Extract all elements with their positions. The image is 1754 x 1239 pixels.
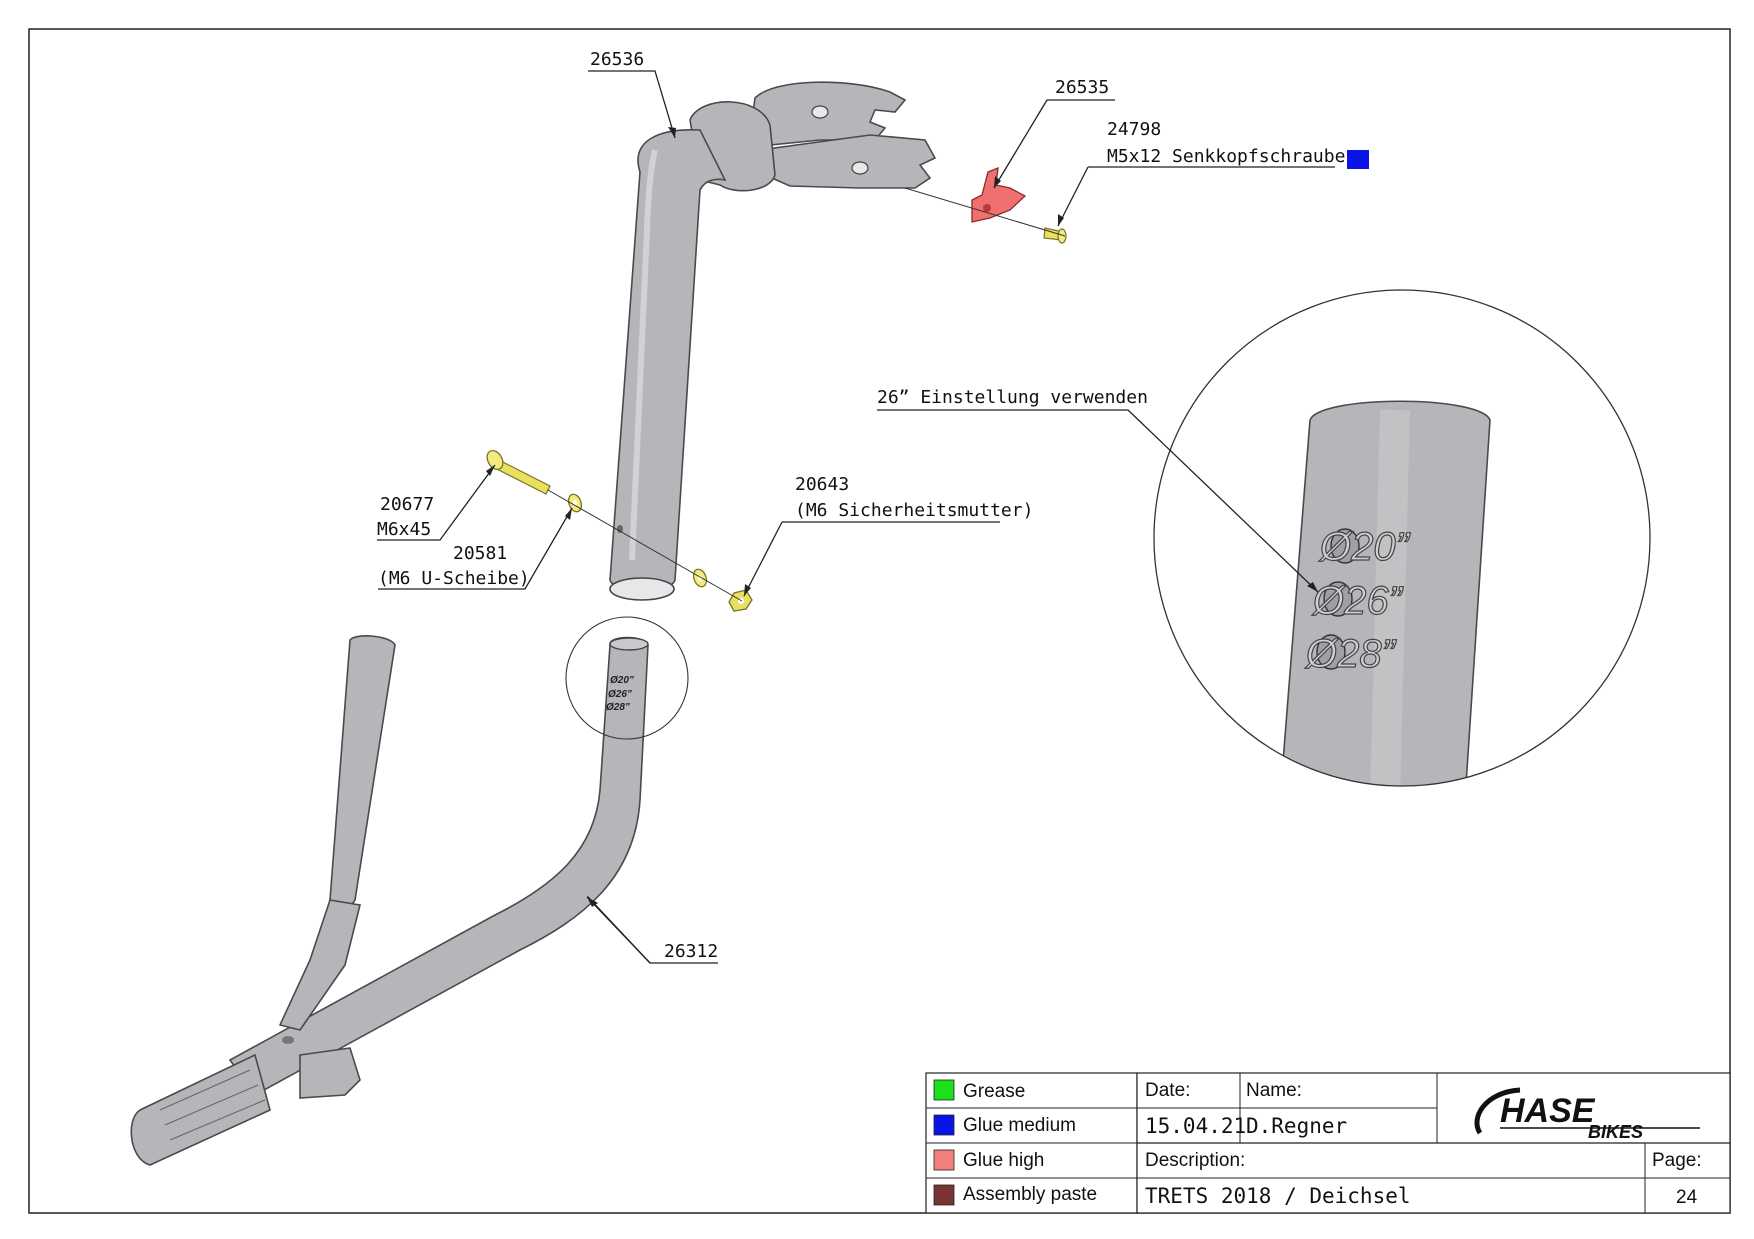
page-label: Page: xyxy=(1652,1150,1702,1171)
callout-26312: 26312 xyxy=(586,896,718,964)
svg-text:20581: 20581 xyxy=(453,543,507,564)
name-label: Name: xyxy=(1246,1080,1302,1101)
callout-20677: 20677 M6x45 xyxy=(377,464,496,541)
zoom-marking-20: Ø20” xyxy=(1318,525,1411,569)
callout-26535: 26535 xyxy=(993,77,1115,189)
lever-linkage xyxy=(278,899,361,1031)
bracket-under xyxy=(299,1047,361,1099)
mini-marking-26: Ø26” xyxy=(608,689,632,700)
svg-text:Glue medium: Glue medium xyxy=(963,1115,1076,1136)
page-value: 24 xyxy=(1676,1187,1698,1208)
tube-body xyxy=(609,129,727,593)
hole-20-icon xyxy=(1330,528,1360,564)
svg-text:M6x45: M6x45 xyxy=(377,519,431,540)
date-value: 15.04.21 xyxy=(1145,1114,1246,1138)
legend-item-assembly-paste: Assembly paste xyxy=(933,1184,1097,1206)
callout-20581: 20581 (M6 U-Scheibe) xyxy=(378,507,573,590)
svg-text:(M6 Sicherheitsmutter): (M6 Sicherheitsmutter) xyxy=(795,500,1033,521)
callout-26536: 26536 xyxy=(588,49,676,139)
hole-26-icon xyxy=(1323,581,1353,617)
part-26535-red-part xyxy=(971,166,1027,223)
callout-note: 26” Einstellung verwenden xyxy=(877,387,1319,593)
sheet-border xyxy=(28,28,1731,1214)
clamp-lower-plate xyxy=(757,134,937,189)
description-value: TRETS 2018 / Deichsel xyxy=(1145,1184,1411,1208)
svg-text:Grease: Grease xyxy=(963,1081,1025,1102)
svg-text:26” Einstellung verwenden: 26” Einstellung verwenden xyxy=(877,387,1148,408)
svg-text:20677: 20677 xyxy=(380,494,434,515)
mini-marking-20: Ø20” xyxy=(610,675,634,686)
zoom-marking-26: Ø26” xyxy=(1311,579,1404,623)
assembly-axis-lower xyxy=(547,489,743,602)
description-label: Description: xyxy=(1145,1150,1245,1171)
svg-text:M5x12 Senkkopfschraube: M5x12 Senkkopfschraube xyxy=(1107,146,1345,167)
hole-28-icon xyxy=(1316,634,1346,670)
part-20581-washer xyxy=(567,493,583,513)
detail-circle-small xyxy=(565,616,689,740)
part-20581-washer-2 xyxy=(692,568,708,588)
svg-text:(M6 U-Scheibe): (M6 U-Scheibe) xyxy=(378,568,530,589)
tube-bolt-hole xyxy=(617,525,623,533)
svg-text:HASE: HASE xyxy=(1500,1092,1596,1130)
svg-text:BIKES: BIKES xyxy=(1588,1122,1643,1142)
assembly-axis-upper xyxy=(904,187,1066,237)
name-value: D.Regner xyxy=(1246,1114,1347,1138)
quick-release-lever xyxy=(329,635,396,909)
part-26312-tube xyxy=(130,635,649,1166)
svg-text:Glue high: Glue high xyxy=(963,1150,1044,1171)
legend: Grease Glue medium Glue high Assembly pa… xyxy=(925,1072,1138,1214)
callout-20643: 20643 (M6 Sicherheitsmutter) xyxy=(743,474,1033,597)
zoom-detail: Ø20” Ø26” Ø28” xyxy=(1153,289,1651,787)
date-label: Date: xyxy=(1145,1080,1190,1101)
detail-circle-large xyxy=(1153,289,1651,787)
zoom-marking-28: Ø28” xyxy=(1304,632,1397,676)
callout-24798: 24798 M5x12 Senkkopfschraube xyxy=(1057,119,1369,227)
mini-markings: Ø20” Ø26” Ø28” xyxy=(606,675,634,713)
glue-medium-marker xyxy=(1347,150,1369,169)
legend-item-glue-high: Glue high xyxy=(933,1149,1044,1171)
tube-open-end xyxy=(609,577,675,601)
svg-text:24798: 24798 xyxy=(1107,119,1161,140)
zoom-tube xyxy=(1279,400,1491,786)
hase-bikes-logo: HASE BIKES xyxy=(1474,1087,1700,1142)
svg-text:26535: 26535 xyxy=(1055,77,1109,98)
part-26536-tube xyxy=(609,81,937,601)
svg-text:26312: 26312 xyxy=(664,941,718,962)
svg-text:Assembly paste: Assembly paste xyxy=(963,1184,1097,1205)
title-block: Date: 15.04.21 Name: D.Regner Descriptio… xyxy=(1136,1072,1731,1214)
svg-text:20643: 20643 xyxy=(795,474,849,495)
legend-item-glue-medium: Glue medium xyxy=(933,1114,1076,1136)
legend-item-grease: Grease xyxy=(933,1079,1025,1102)
part-20677-bolt xyxy=(486,450,551,495)
mini-marking-28: Ø28” xyxy=(606,702,630,713)
svg-text:26536: 26536 xyxy=(590,49,644,70)
